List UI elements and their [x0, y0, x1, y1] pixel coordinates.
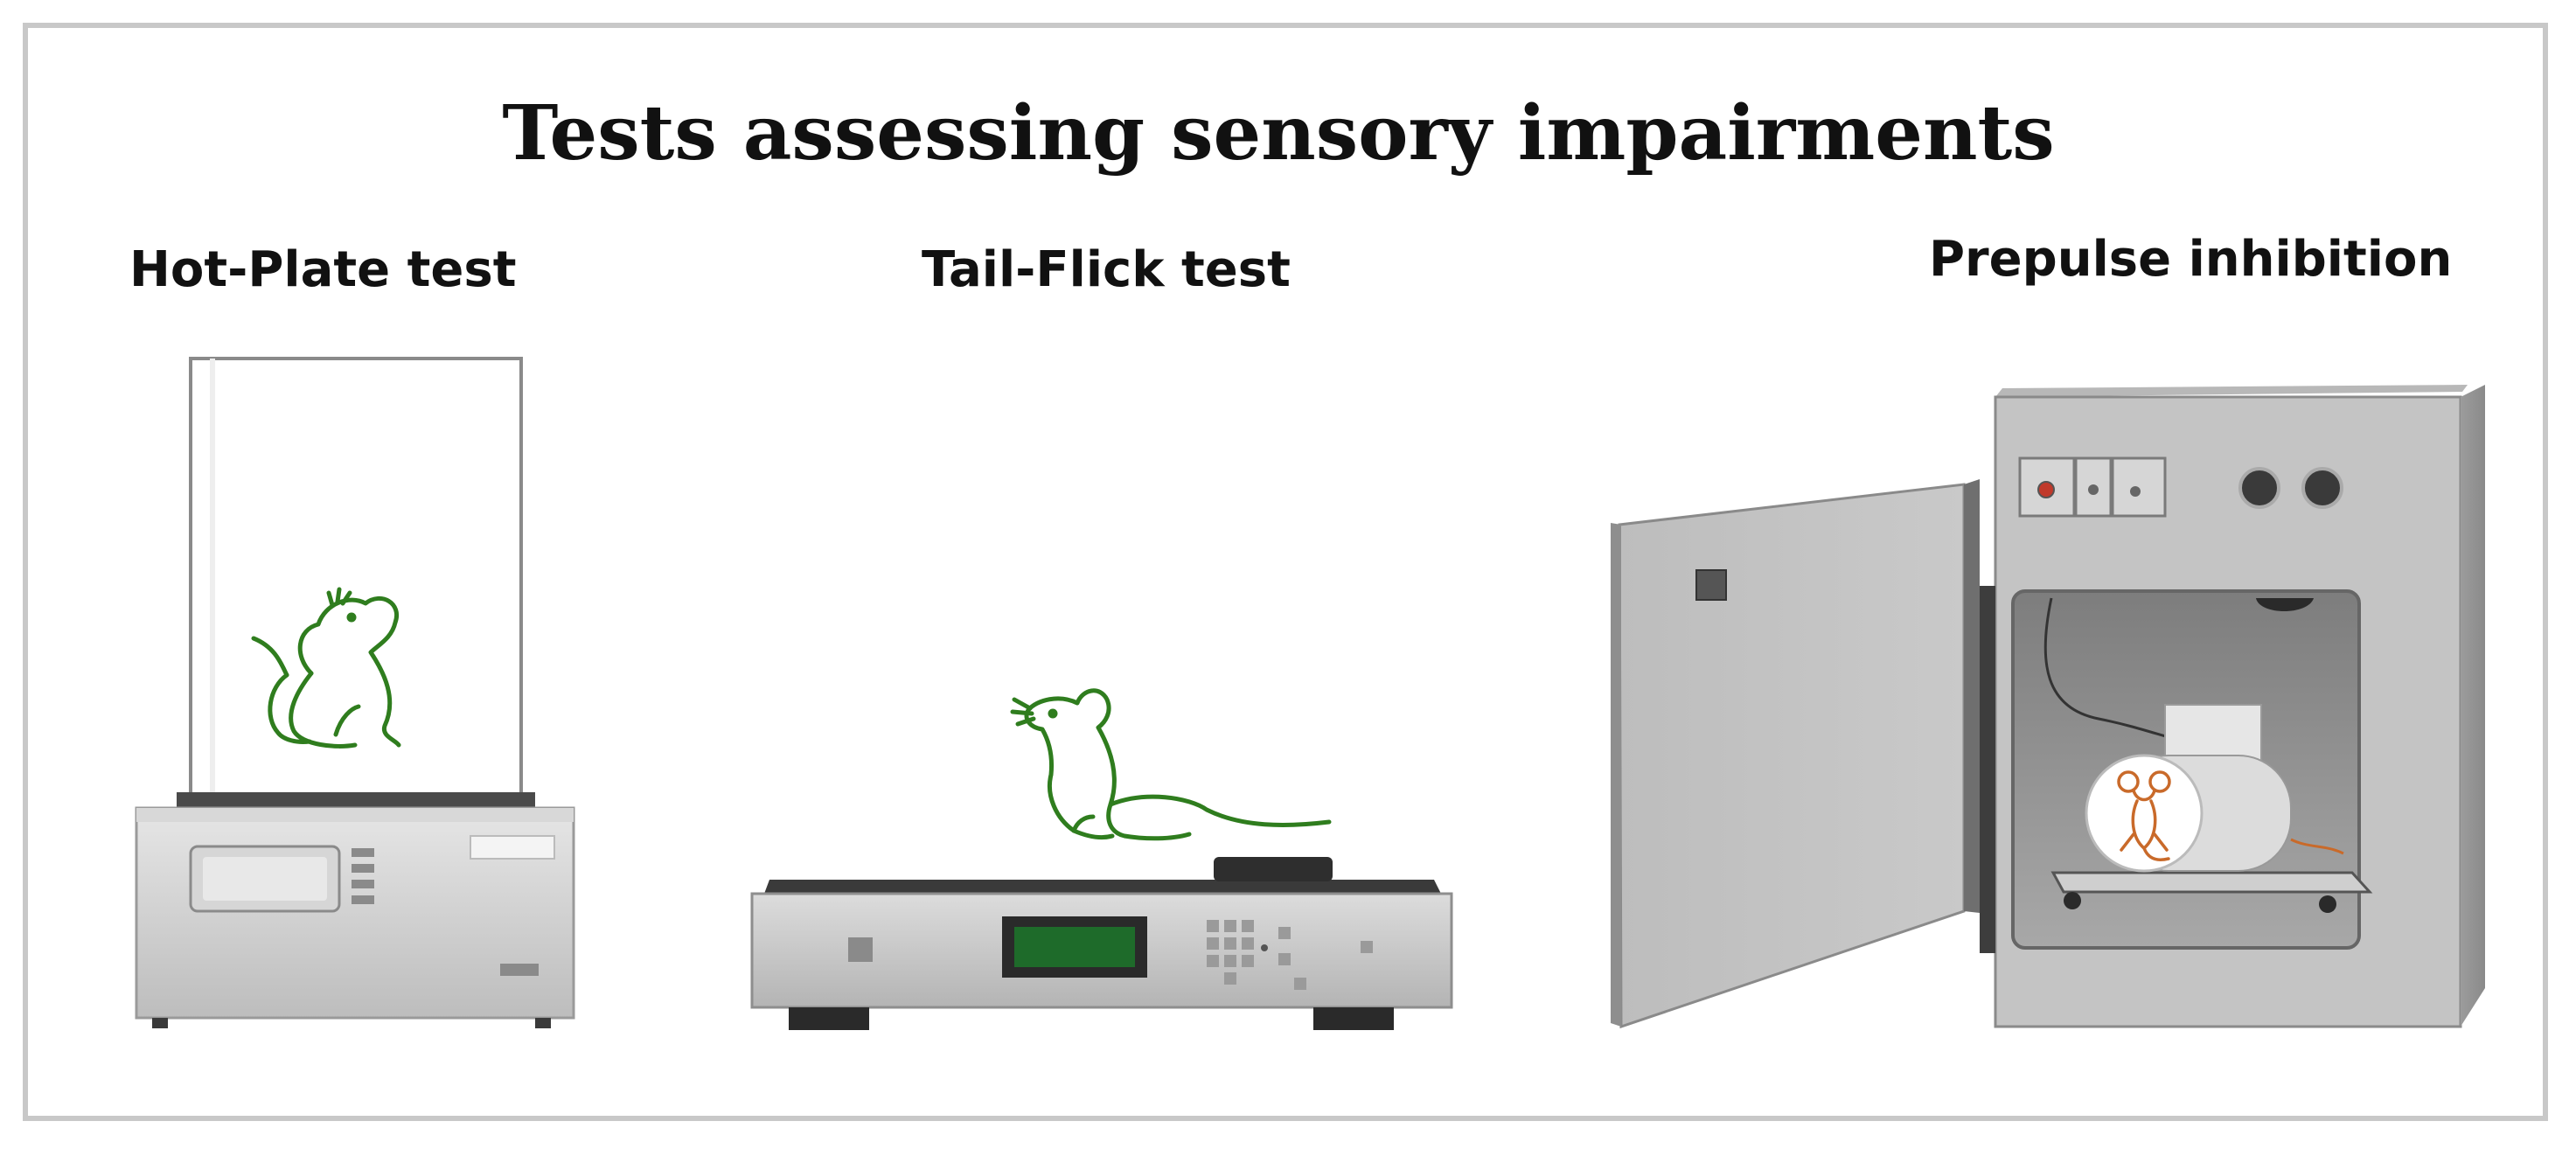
- chamber-top: [1995, 385, 2468, 397]
- hot-plate-test-label: Hot-Plate test: [129, 241, 517, 298]
- tail-flick-top-plate: [764, 880, 1441, 894]
- figure-title: Tests assessing sensory impairments: [502, 89, 2055, 178]
- prepulse-inhibition-label: Prepulse inhibition: [1929, 231, 2453, 288]
- prepulse-mouse-icon: [2117, 770, 2171, 861]
- hot-plate-mouse-icon: [251, 587, 401, 749]
- chamber-holder-end: [2085, 754, 2204, 873]
- hot-plate-cylinder: [189, 357, 523, 797]
- chamber-door: [1618, 483, 1966, 1029]
- startle-chamber-apparatus-icon: [1611, 385, 2485, 1029]
- chamber-platform: [2050, 871, 2373, 894]
- tail-flick-mouse-icon: [1010, 688, 1332, 841]
- tail-flick-apparatus-icon: [750, 688, 1453, 1030]
- hot-plate-apparatus-icon: [135, 357, 575, 1028]
- hot-plate-surface: [177, 792, 535, 808]
- chamber-side: [2461, 385, 2485, 1027]
- tail-flick-test-label: Tail-Flick test: [922, 241, 1291, 298]
- tail-flick-keypad: [1207, 920, 1373, 990]
- tail-flick-sensor: [1214, 857, 1333, 881]
